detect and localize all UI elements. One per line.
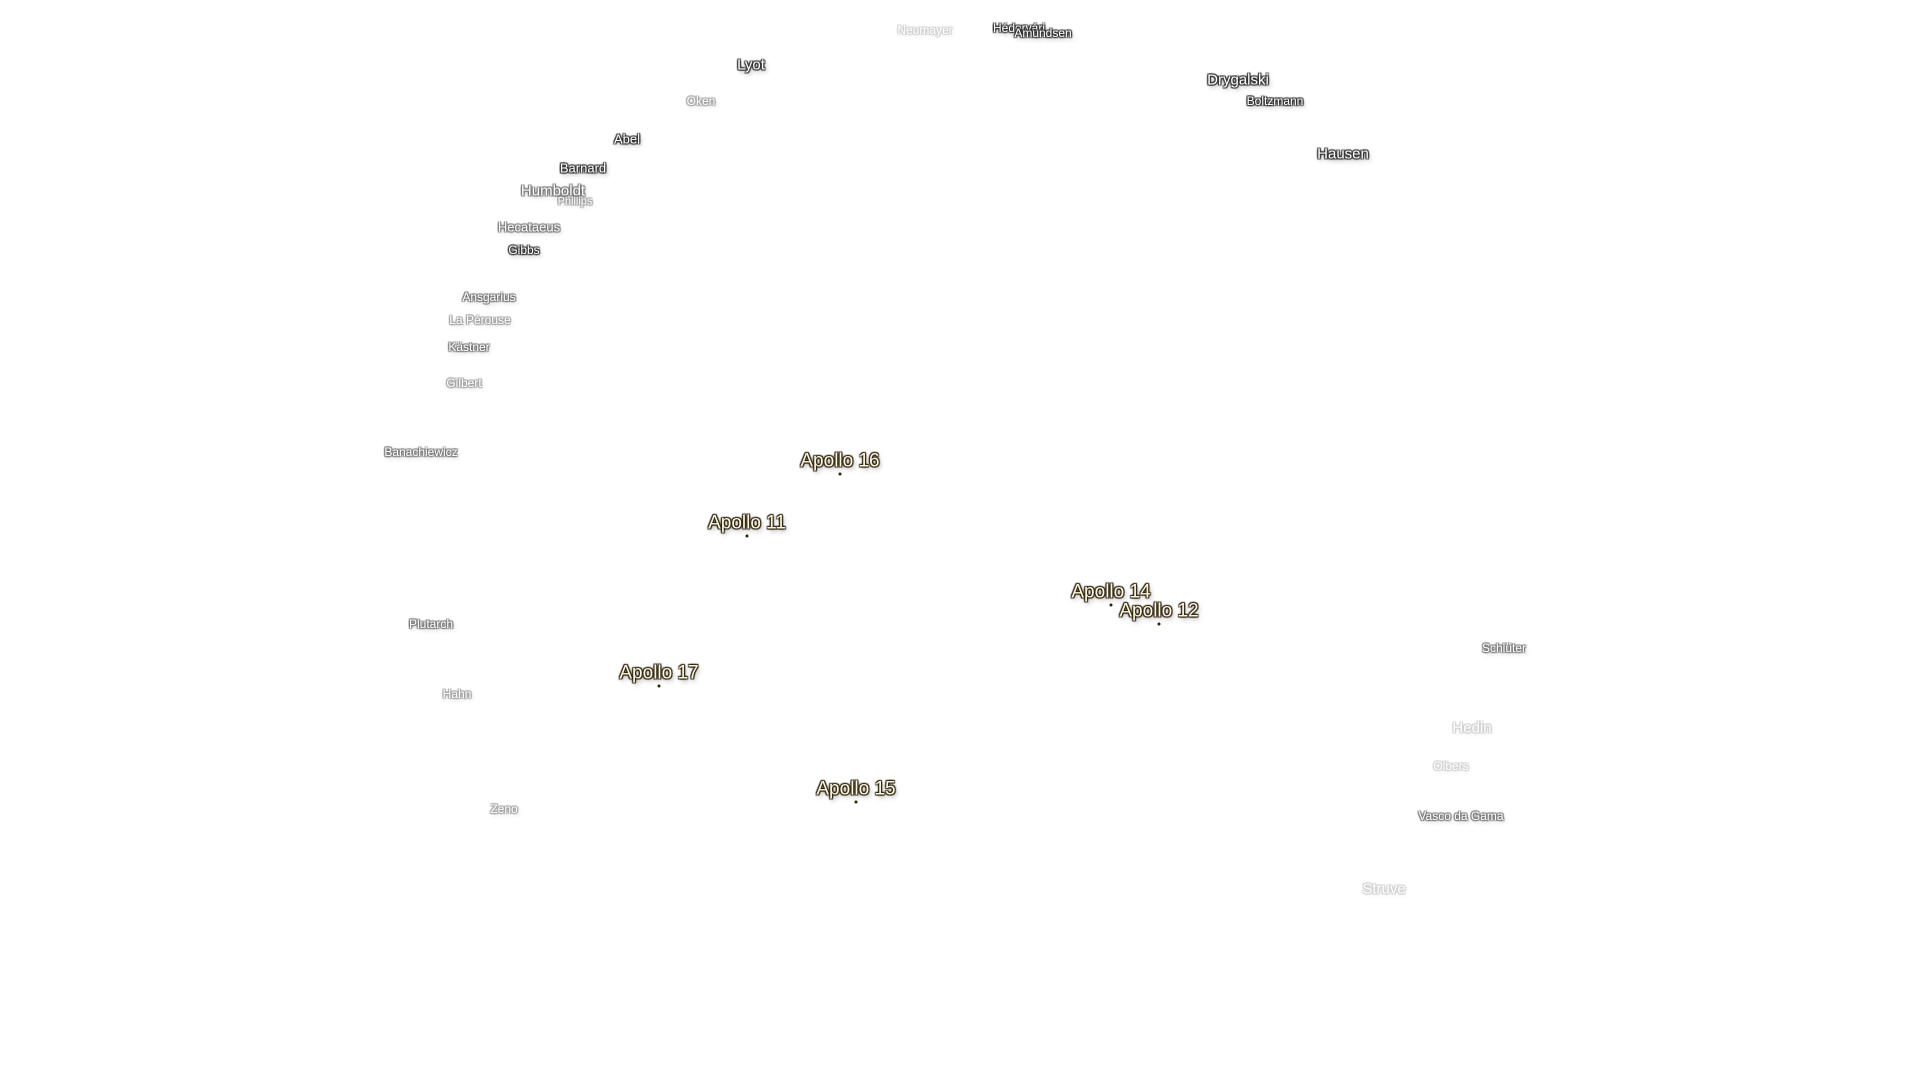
crater-label-boltzmann[interactable]: Boltzmann — [1246, 94, 1304, 108]
crater-label-gibbs[interactable]: Gibbs — [508, 243, 540, 257]
crater-label-hahn[interactable]: Hahn — [442, 687, 472, 701]
crater-label-plutarch[interactable]: Plutarch — [408, 617, 454, 631]
apollo-label-11[interactable]: Apollo 11 — [708, 512, 786, 534]
crater-label-lyot[interactable]: Lyot — [737, 56, 765, 74]
apollo-16-site-marker[interactable] — [838, 472, 842, 476]
crater-label-barnard[interactable]: Barnard — [559, 160, 607, 176]
crater-label-kastner[interactable]: Kästner — [448, 340, 490, 354]
crater-label-la-perouse[interactable]: La Pérouse — [449, 313, 511, 327]
crater-label-ansgarius[interactable]: Ansgarius — [462, 290, 516, 304]
apollo-14-site-marker[interactable] — [1109, 603, 1113, 607]
crater-label-banachiewicz[interactable]: Banachiewicz — [384, 445, 458, 459]
crater-label-humboldt[interactable]: Humboldt — [520, 182, 586, 200]
apollo-label-14[interactable]: Apollo 14 — [1071, 581, 1151, 603]
crater-label-drygalski[interactable]: Drygalski — [1207, 71, 1269, 89]
apollo-11-site-marker[interactable] — [745, 534, 749, 538]
apollo-label-15[interactable]: Apollo 15 — [816, 778, 896, 800]
crater-label-olbers[interactable]: Olbers — [1433, 759, 1469, 773]
crater-label-zeno[interactable]: Zeno — [490, 802, 518, 816]
crater-label-gilbert[interactable]: Gilbert — [446, 376, 482, 390]
apollo-label-16[interactable]: Apollo 16 — [800, 450, 880, 472]
crater-label-schluter[interactable]: Schlüter — [1481, 641, 1527, 655]
crater-label-hedervari[interactable]: Hédervári — [992, 21, 1046, 35]
apollo-12-site-marker[interactable] — [1157, 622, 1161, 626]
apollo-label-12[interactable]: Apollo 12 — [1119, 600, 1199, 622]
crater-label-neumayer[interactable]: Neumayer — [897, 23, 953, 37]
apollo-15-site-marker[interactable] — [854, 800, 858, 804]
crater-label-abel[interactable]: Abel — [613, 131, 641, 147]
apollo-label-17[interactable]: Apollo 17 — [619, 662, 699, 684]
crater-label-struve[interactable]: Struve — [1362, 880, 1406, 898]
crater-label-amundsen[interactable]: Amundsen — [1014, 26, 1072, 40]
crater-label-hausen[interactable]: Hausen — [1317, 145, 1369, 163]
crater-label-oken[interactable]: Oken — [686, 94, 716, 108]
crater-label-vasco-da-gama[interactable]: Vasco da Gama — [1418, 809, 1504, 823]
apollo-17-site-marker[interactable] — [657, 684, 661, 688]
crater-label-hedin[interactable]: Hedin — [1452, 719, 1492, 737]
crater-label-hecataeus[interactable]: Hecataeus — [497, 219, 561, 235]
crater-label-phillips[interactable]: Phillips — [557, 195, 593, 208]
